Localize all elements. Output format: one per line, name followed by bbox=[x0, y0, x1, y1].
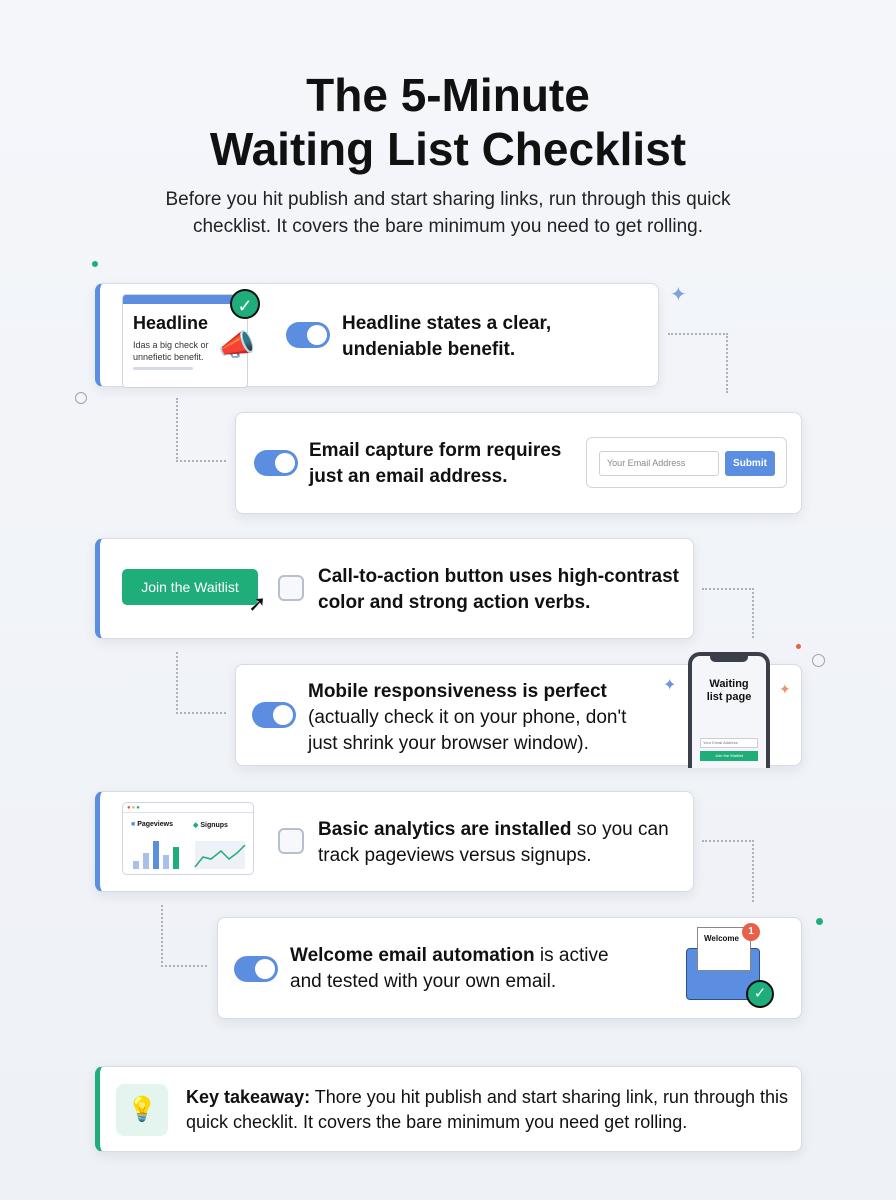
toggle-on[interactable] bbox=[234, 956, 278, 982]
connector bbox=[176, 652, 226, 714]
join-waitlist-button[interactable]: Join the Waitlist bbox=[122, 569, 258, 605]
legend-signups: ◆ Signups bbox=[193, 822, 228, 829]
submit-button[interactable]: Submit bbox=[725, 451, 775, 476]
decor-dot bbox=[796, 644, 801, 649]
connector bbox=[702, 840, 754, 902]
check-circle-icon: ✓ bbox=[746, 980, 774, 1008]
sparkle-icon: ✦ bbox=[670, 284, 687, 306]
cursor-icon: ➚ bbox=[248, 591, 267, 616]
phone-email-input: Your Email Address bbox=[700, 738, 758, 748]
megaphone-icon: 📣 bbox=[218, 329, 256, 362]
checklist-item-welcome-email: Welcome email automation is active and t… bbox=[217, 917, 802, 1019]
notification-badge: 1 bbox=[742, 923, 760, 941]
toggle-on[interactable] bbox=[286, 322, 330, 348]
checkbox-unchecked[interactable] bbox=[278, 828, 304, 854]
decor-circle bbox=[75, 392, 87, 404]
decor-dot bbox=[816, 918, 823, 925]
connector bbox=[176, 398, 226, 462]
sparkle-icon: ✦ bbox=[663, 677, 677, 694]
connector bbox=[161, 905, 207, 967]
sparkle-icon: ✦ bbox=[779, 681, 791, 697]
item-text: Email capture form requires just an emai… bbox=[309, 440, 562, 487]
check-circle-icon: ✓ bbox=[230, 289, 260, 319]
lightbulb-icon: 💡 bbox=[116, 1084, 168, 1136]
decor-circle bbox=[812, 654, 825, 667]
email-form-mockup: Your Email Address Submit bbox=[586, 437, 787, 488]
item-text: Call-to-action button uses high-contrast… bbox=[318, 566, 679, 613]
item-text: Welcome email automation is active and t… bbox=[290, 945, 609, 992]
item-text: Mobile responsiveness is perfect(actuall… bbox=[308, 681, 627, 754]
connector bbox=[668, 333, 728, 393]
takeaway-text: Key takeaway: Thore you hit publish and … bbox=[186, 1087, 789, 1132]
item-text: Basic analytics are installed so you can… bbox=[318, 819, 669, 866]
checklist-item-cta: Join the Waitlist ➚ Call-to-action butto… bbox=[95, 538, 694, 639]
decor-dot bbox=[92, 261, 98, 267]
checklist-item-email-form: Email capture form requires just an emai… bbox=[235, 412, 802, 514]
item-text: Headline states a clear, undeniable bene… bbox=[342, 313, 552, 360]
toggle-on[interactable] bbox=[254, 450, 298, 476]
checkbox-unchecked[interactable] bbox=[278, 575, 304, 601]
analytics-mockup: ●●● ■ Pageviews ◆ Signups bbox=[122, 802, 254, 875]
mock-heading: Headline bbox=[133, 313, 209, 333]
email-input[interactable]: Your Email Address bbox=[599, 451, 719, 476]
phone-join-button: Join the Waitlist bbox=[700, 751, 758, 761]
mini-charts bbox=[133, 841, 246, 869]
subtitle: Before you hit publish and start sharing… bbox=[165, 189, 731, 237]
toggle-on[interactable] bbox=[252, 702, 296, 728]
key-takeaway: 💡 Key takeaway: Thore you hit publish an… bbox=[95, 1066, 802, 1152]
checklist-item-analytics: ●●● ■ Pageviews ◆ Signups Basic analytic… bbox=[95, 791, 694, 892]
legend-pageviews: ■ Pageviews bbox=[131, 821, 173, 828]
connector bbox=[702, 588, 754, 638]
